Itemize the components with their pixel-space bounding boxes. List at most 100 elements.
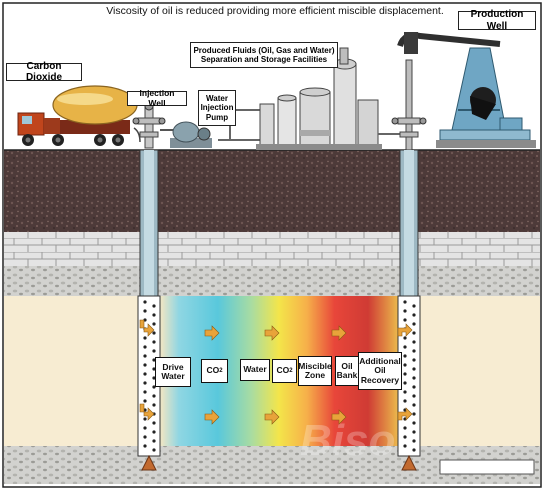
bent-flow-arrow [139, 319, 155, 337]
perforation-hole [152, 448, 156, 452]
label-carbon-dioxide: Carbon Dioxide [6, 61, 82, 83]
perforation-hole [412, 304, 416, 308]
label-water-injection-pump: Water Injection Pump [198, 90, 236, 126]
separation-facilities [218, 47, 400, 150]
zone-oil-bank: Oil Bank [335, 356, 359, 386]
perforation-hole [152, 403, 156, 407]
perforation-hole [412, 430, 416, 434]
perforation-hole [412, 403, 416, 407]
perforation-hole [403, 363, 407, 367]
flow-arrow [331, 409, 347, 425]
bent-flow-arrow [397, 323, 413, 337]
zone-additional-oil-recovery: Additional Oil Recovery [358, 352, 402, 390]
zone-miscible: Miscible Zone [298, 356, 332, 386]
perforation-hole [412, 367, 416, 371]
zone-co2-second-text: CO [276, 365, 290, 376]
label-production-well: Production Well [458, 9, 536, 32]
label-facilities: Produced Fluids (Oil, Gas and Water) Sep… [190, 42, 338, 68]
perforation-hole [143, 390, 147, 394]
bent-flow-arrow [397, 407, 413, 421]
perforation-hole [403, 354, 407, 358]
perforation-hole [412, 340, 416, 344]
perforation-hole [143, 354, 147, 358]
perforation-hole [152, 340, 156, 344]
flow-arrow [204, 409, 220, 425]
water-injection-pump [170, 121, 212, 148]
perforation-hole [143, 345, 147, 349]
perforation-hole [152, 439, 156, 443]
perforation-hole [412, 349, 416, 353]
perforation-hole [143, 444, 147, 448]
brick-layer [4, 232, 540, 266]
perforation-hole [143, 426, 147, 430]
flow-arrow [204, 325, 220, 341]
perforation-hole [403, 399, 407, 403]
perforation-hole [152, 349, 156, 353]
label-injection-well: Injection Well [127, 88, 187, 107]
perforation-hole [403, 381, 407, 385]
perforation-hole [152, 331, 156, 335]
perforation-hole [412, 412, 416, 416]
perforation-hole [152, 394, 156, 398]
perforation-hole [152, 358, 156, 362]
perforation-hole [412, 448, 416, 452]
perforation-hole [143, 435, 147, 439]
perforation-hole [412, 385, 416, 389]
flow-arrow [264, 409, 280, 425]
perforation-hole [412, 358, 416, 362]
flow-arrow [331, 325, 347, 341]
perforation-hole [152, 385, 156, 389]
perforation-hole [152, 313, 156, 317]
perforation-hole [143, 300, 147, 304]
watermark: Bisot [300, 416, 412, 465]
perforation-hole [152, 430, 156, 434]
perforation-hole [412, 421, 416, 425]
diagram-title: Viscosity of oil is reduced providing mo… [106, 5, 444, 17]
perforation-hole [403, 336, 407, 340]
perforation-hole [152, 376, 156, 380]
perforation-hole [403, 426, 407, 430]
perforation-hole [143, 372, 147, 376]
zone-co2-first-text: CO [206, 365, 220, 376]
perforation-hole [143, 363, 147, 367]
perforation-hole [152, 421, 156, 425]
perforation-hole [412, 394, 416, 398]
perforation-hole [403, 300, 407, 304]
zone-water: Water [240, 359, 270, 381]
perforation-hole [152, 367, 156, 371]
perforation-hole [403, 390, 407, 394]
perforation-hole [152, 322, 156, 326]
perforation-hole [403, 444, 407, 448]
perforation-hole [403, 372, 407, 376]
production-wellbore [397, 149, 421, 471]
perforation-hole [143, 309, 147, 313]
perforations [143, 300, 416, 452]
perforation-hole [403, 435, 407, 439]
perforation-hole [143, 417, 147, 421]
bent-flow-arrow [139, 403, 155, 421]
pebble-layer [4, 266, 540, 296]
perforation-hole [412, 376, 416, 380]
perforation-hole [412, 331, 416, 335]
zone-drive-water: Drive Water [155, 357, 191, 387]
zone-co2-first-sub: 2 [219, 367, 223, 374]
pump-jack [397, 32, 536, 148]
perforation-hole [152, 304, 156, 308]
injection-wellbore [137, 149, 161, 471]
perforation-hole [403, 345, 407, 349]
perforation-hole [403, 318, 407, 322]
co2-tanker-truck [17, 85, 141, 146]
perforation-hole [412, 313, 416, 317]
gravel-layer [4, 150, 540, 232]
flow-arrow [264, 325, 280, 341]
flow-arrows [139, 319, 413, 425]
perforation-hole [412, 322, 416, 326]
perforation-hole [143, 336, 147, 340]
perforation-hole [412, 439, 416, 443]
perforation-hole [143, 399, 147, 403]
perforation-hole [403, 309, 407, 313]
